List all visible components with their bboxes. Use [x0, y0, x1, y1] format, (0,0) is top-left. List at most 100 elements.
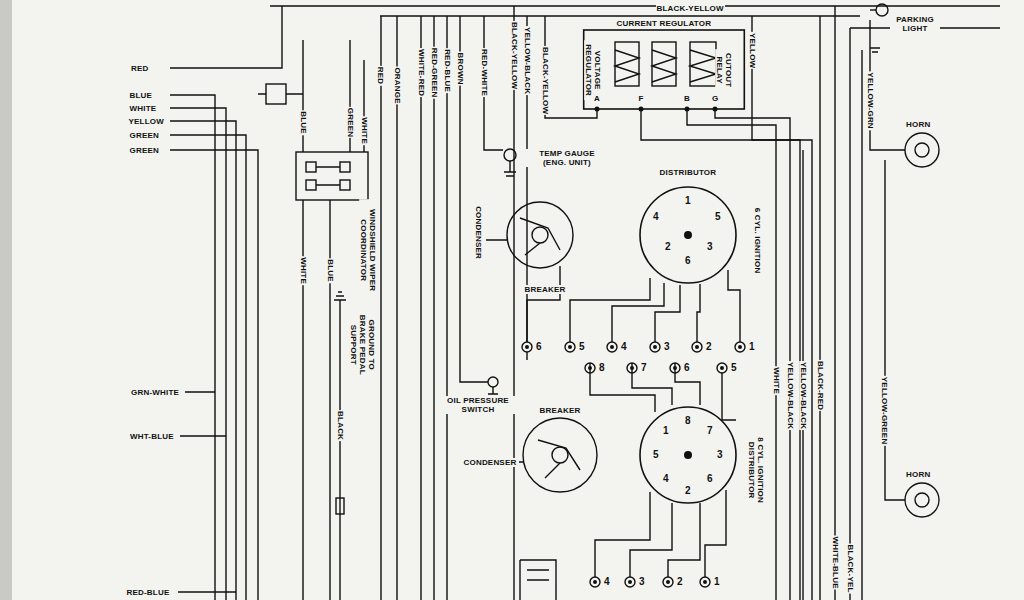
terminal-symbol — [905, 133, 939, 167]
terminal-symbol — [588, 366, 592, 370]
part-symbol — [266, 84, 286, 104]
wire-path — [258, 93, 303, 94]
part-label: TEMP GAUGE (ENG. UNIT) — [526, 149, 608, 167]
terminal-symbol — [630, 366, 634, 370]
wire-color: WHITE-RED — [416, 48, 425, 97]
wire-path — [504, 161, 516, 176]
outline-shape — [584, 30, 745, 109]
wire-path — [316, 167, 340, 185]
terminal-number: 2 — [675, 576, 685, 588]
wire-path — [486, 218, 560, 255]
terminal-number: 7 — [705, 425, 715, 437]
terminal-number: 4 — [619, 341, 629, 353]
wire-path — [705, 490, 726, 577]
component-label: G — [711, 94, 719, 103]
part-label: BLACK-YELLOW — [656, 4, 725, 13]
terminal-symbol — [673, 366, 677, 370]
wire-group — [170, 4, 1000, 600]
part-label: RED — [130, 64, 150, 73]
wire-color: BLACK-YELLOW — [541, 45, 550, 114]
terminal-symbol — [488, 377, 498, 387]
terminal-symbol — [552, 447, 568, 463]
wire-path — [615, 50, 639, 82]
wire-path — [803, 6, 862, 600]
component-label: B — [683, 94, 691, 103]
terminal-number: 1 — [661, 425, 671, 437]
part-symbol — [306, 180, 316, 190]
terminal-number: 2 — [683, 485, 693, 497]
terminal-symbol — [700, 577, 710, 587]
wire-color: RED-WHITE — [479, 48, 488, 97]
part-label: YELLOW — [128, 117, 165, 126]
wire-path — [334, 292, 346, 300]
wire-path — [690, 50, 716, 82]
wire-path — [170, 95, 258, 600]
wire-path — [641, 109, 800, 600]
component-title: CURRENT REGULATOR — [616, 19, 713, 28]
wire-color: WHITE-BLUE — [831, 535, 840, 589]
terminal-symbol — [607, 342, 617, 352]
wire-color: YELLOW-GRN — [865, 71, 874, 130]
page-edge — [0, 0, 12, 600]
terminal-symbol — [610, 345, 614, 349]
terminal-number: 3 — [637, 576, 647, 588]
terminal-number: 4 — [661, 473, 671, 485]
wire-path — [381, 16, 447, 600]
part-label: GRN-WHITE — [130, 388, 180, 397]
outline-shape — [640, 187, 736, 283]
terminal-symbol — [692, 342, 702, 352]
terminal-symbol — [650, 342, 660, 352]
terminal-symbol — [738, 345, 742, 349]
wire-path — [870, 48, 880, 52]
terminal-number: 1 — [712, 576, 722, 588]
terminal-number: 4 — [602, 576, 612, 588]
wire-color: YELLOW-BLACK — [798, 361, 807, 430]
wire-path — [570, 278, 650, 342]
terminal-symbol — [593, 580, 597, 584]
part-label: DISTRIBUTOR — [659, 168, 718, 177]
terminal-number: 6 — [534, 341, 544, 353]
terminal-symbol — [532, 227, 548, 243]
terminal-number: 6 — [705, 473, 715, 485]
terminal-number: 1 — [683, 195, 693, 207]
component-label: CUTOUT RELAY — [715, 49, 733, 91]
wire-path — [697, 284, 700, 342]
terminal-dot-group — [525, 107, 742, 585]
wire-path — [722, 373, 736, 420]
terminal-symbol — [522, 342, 532, 352]
wire-color: GROUND TO BRAKE PEDAL SUPPORT — [348, 309, 376, 381]
terminal-symbol — [653, 345, 657, 349]
terminal-number: 2 — [704, 341, 714, 353]
part-label: BREAKER — [539, 406, 582, 415]
terminal-symbol — [590, 577, 600, 587]
part-label: WHITE — [129, 104, 158, 113]
terminal-symbol — [523, 418, 597, 492]
terminal-number: 1 — [747, 341, 757, 353]
terminal-symbol — [625, 577, 635, 587]
terminal-symbol — [525, 345, 529, 349]
terminal-symbol — [915, 143, 929, 157]
part-label: GREEN — [129, 146, 160, 155]
terminal-number: 8 — [597, 362, 607, 374]
terminal-symbol — [504, 149, 516, 161]
part-label: WHT-BLUE — [129, 432, 175, 441]
terminal-number: 5 — [729, 362, 739, 374]
terminal-symbol — [507, 202, 573, 268]
terminal-number: 7 — [639, 362, 649, 374]
part-label: BREAKER — [524, 285, 567, 294]
wire-path — [520, 560, 556, 600]
wire-path — [595, 492, 650, 577]
terminal-symbol — [703, 580, 707, 584]
current-regulator: CURRENT REGULATORVOLTAGE REGULATORCUTOUT… — [583, 18, 745, 110]
part-label: BLUE — [129, 91, 154, 100]
wire-color: YELLOW-BLACK — [785, 361, 794, 430]
part-label: PARKING LIGHT — [890, 15, 940, 33]
component-label: A — [593, 94, 601, 103]
wire-path — [519, 440, 580, 478]
terminal-ring-group — [522, 342, 745, 587]
terminal-symbol — [876, 4, 888, 16]
terminal-number: 6 — [683, 255, 693, 267]
wire-color: YELLOW-GREEN — [880, 375, 889, 445]
terminal-number: 6 — [682, 362, 692, 374]
wire-path — [668, 503, 700, 577]
